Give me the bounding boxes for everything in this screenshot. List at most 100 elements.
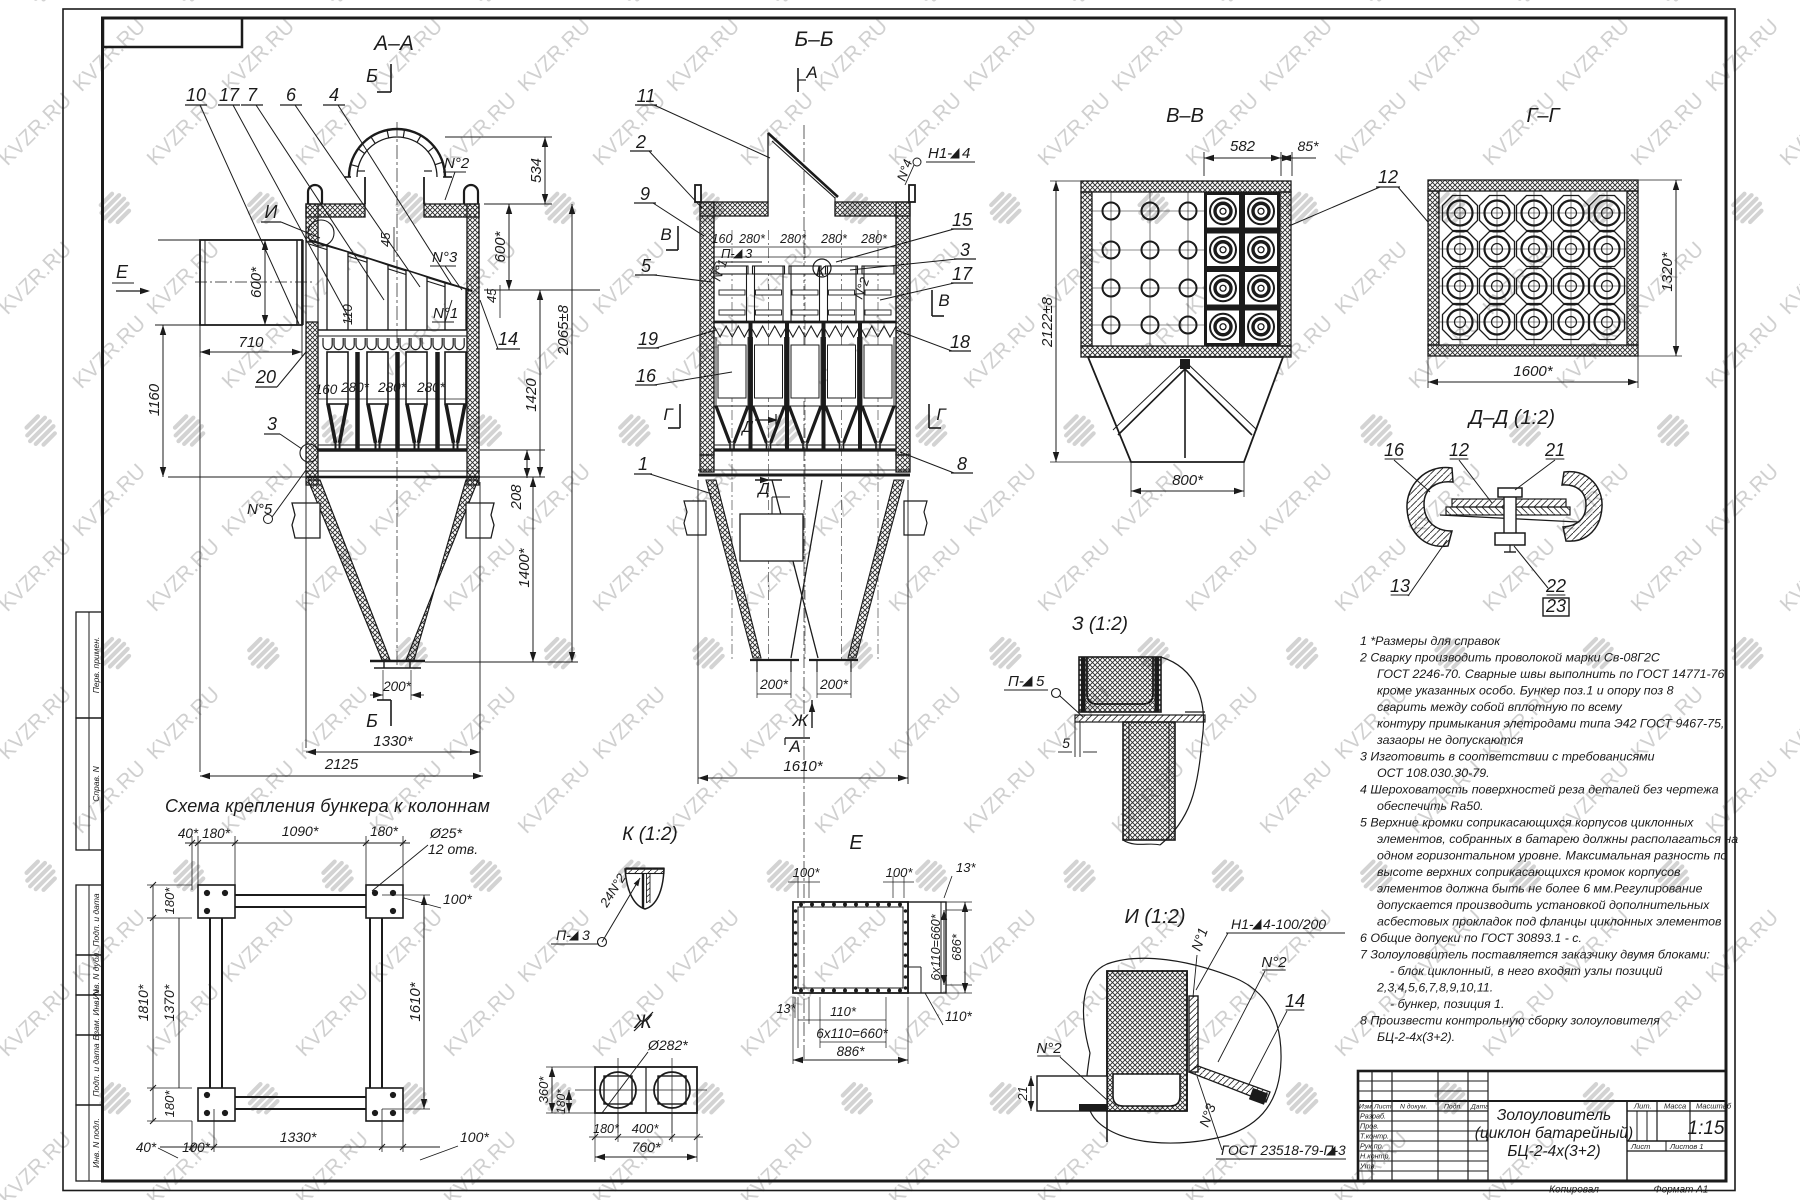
svg-text:160: 160 [315, 382, 338, 397]
svg-text:1: 1 [638, 454, 648, 474]
svg-text:280*: 280* [820, 232, 848, 246]
svg-text:13*: 13* [777, 1002, 797, 1016]
svg-text:N°3: N°3 [432, 249, 458, 266]
svg-text:Разраб.: Разраб. [1360, 1112, 1386, 1121]
svg-text:200*: 200* [819, 677, 849, 692]
svg-text:Дата: Дата [1470, 1104, 1489, 1111]
svg-text:208: 208 [508, 484, 525, 511]
svg-text:Схема крепления бункера к коло: Схема крепления бункера к колоннам [165, 796, 490, 816]
svg-text:3: 3 [582, 927, 590, 943]
svg-text:8: 8 [957, 454, 967, 474]
svg-text:19: 19 [638, 329, 658, 349]
svg-text:- блок циклонный, в него вхо: - блок циклонный, в него входят узлы поз… [1390, 964, 1663, 978]
svg-text:710: 710 [238, 334, 264, 351]
svg-text:Копировал: Копировал [1549, 1185, 1599, 1196]
svg-text:БЦ-2-4х(3+2): БЦ-2-4х(3+2) [1507, 1143, 1600, 1160]
svg-text:280*: 280* [416, 380, 446, 395]
svg-text:Ø25*: Ø25* [429, 825, 462, 841]
svg-text:13: 13 [1390, 576, 1410, 596]
svg-text:Д: Д [756, 481, 769, 498]
svg-text:Н1-: Н1- [928, 145, 952, 162]
svg-text:Г: Г [663, 405, 674, 424]
svg-text:45: 45 [378, 232, 393, 247]
svg-text:100*: 100* [793, 865, 821, 880]
svg-text:А–А: А–А [372, 32, 414, 55]
svg-text:И (1:2): И (1:2) [1125, 906, 1186, 928]
svg-text:элементов, собранных в батаре: элементов, собранных в батарею должны ра… [1377, 832, 1738, 846]
svg-text:1330*: 1330* [373, 733, 413, 750]
svg-text:3 Изготовить в соответствии с: 3 Изготовить в соответствии с требованис… [1360, 750, 1655, 764]
svg-text:асбестовых прокладок под фла: асбестовых прокладок под фланцы циклонны… [1377, 915, 1722, 929]
svg-text:Лит.: Лит. [1633, 1102, 1652, 1111]
svg-text:Ж: Ж [791, 711, 809, 730]
svg-text:22: 22 [1545, 576, 1566, 596]
svg-text:280*: 280* [377, 380, 407, 395]
svg-text:6: 6 [286, 85, 297, 105]
svg-text:8 Произвести контрольную сбор: 8 Произвести контрольную сборку золоулов… [1360, 1014, 1660, 1028]
svg-text:4 Шероховатость поверхностей: 4 Шероховатость поверхностей реза детале… [1360, 783, 1719, 797]
svg-text:Подп. и дата: Подп. и дата [91, 1043, 101, 1096]
svg-text:кроме указанных особо. Бункер: кроме указанных особо. Бункер поз.1 и оп… [1377, 684, 1674, 698]
svg-text:N°2: N°2 [851, 275, 873, 301]
svg-text:110: 110 [340, 304, 355, 325]
svg-text:N°5: N°5 [247, 501, 273, 518]
svg-text:110*: 110* [945, 1009, 973, 1024]
svg-text:3: 3 [745, 246, 753, 261]
svg-text:280*: 280* [340, 380, 370, 395]
svg-text:Лист: Лист [1630, 1142, 1650, 1151]
svg-text:10: 10 [186, 85, 206, 105]
svg-text:1610*: 1610* [783, 758, 823, 775]
svg-text:14: 14 [1285, 991, 1305, 1011]
svg-text:- бункер, позиция 1.: - бункер, позиция 1. [1390, 997, 1504, 1011]
svg-text:12: 12 [1449, 440, 1469, 460]
svg-text:2125: 2125 [324, 756, 359, 773]
svg-text:Б–Б: Б–Б [794, 28, 833, 51]
svg-text:ОСТ 108.030.30-79.: ОСТ 108.030.30-79. [1377, 766, 1490, 780]
svg-text:5 Верхние кромки соприкасающи: 5 Верхние кромки соприкасающихся корпусо… [1360, 816, 1694, 830]
svg-text:21: 21 [1544, 440, 1565, 460]
svg-text:1600*: 1600* [1513, 363, 1553, 380]
svg-text:200*: 200* [759, 677, 789, 692]
svg-text:4-100/200: 4-100/200 [1263, 916, 1326, 932]
svg-text:А: А [788, 737, 800, 756]
svg-text:К (1:2): К (1:2) [622, 824, 678, 845]
svg-text:3: 3 [1338, 1143, 1346, 1158]
svg-text:N°1: N°1 [709, 257, 731, 283]
svg-text:N°2: N°2 [444, 155, 470, 172]
svg-text:100*: 100* [443, 891, 472, 907]
svg-text:Утв.: Утв. [1359, 1162, 1376, 1171]
svg-text:5: 5 [1036, 673, 1045, 690]
svg-text:Г: Г [936, 405, 947, 424]
svg-text:2: 2 [635, 132, 646, 152]
svg-text:1810*: 1810* [135, 984, 151, 1021]
svg-text:110*: 110* [830, 1004, 857, 1019]
svg-text:686*: 686* [949, 933, 964, 961]
svg-text:Лист: Лист [1373, 1104, 1392, 1111]
svg-text:6х110=660*: 6х110=660* [929, 913, 943, 980]
svg-text:А: А [805, 63, 817, 82]
svg-text:13*: 13* [956, 860, 976, 875]
svg-text:5: 5 [1062, 735, 1070, 751]
svg-text:7: 7 [247, 85, 258, 105]
svg-text:Формат А1: Формат А1 [1654, 1185, 1709, 1196]
svg-text:1090*: 1090* [282, 823, 319, 839]
svg-text:Г–Г: Г–Г [1527, 105, 1562, 127]
svg-text:6 Общие допуски по ГОСТ 30893: 6 Общие допуски по ГОСТ 30893.1 - с. [1360, 931, 1582, 945]
svg-text:Изм.: Изм. [1359, 1104, 1374, 1111]
svg-text:582: 582 [1230, 138, 1256, 155]
svg-text:Справ. N: Справ. N [91, 765, 101, 801]
svg-text:К: К [816, 263, 826, 280]
svg-text:Н1-: Н1- [1231, 916, 1254, 932]
svg-text:5: 5 [641, 256, 652, 276]
svg-text:23: 23 [1545, 596, 1566, 616]
svg-text:Н.контр.: Н.контр. [1360, 1152, 1390, 1161]
svg-text:886*: 886* [837, 1044, 866, 1059]
svg-text:100*: 100* [460, 1129, 489, 1145]
svg-text:17: 17 [952, 264, 973, 284]
svg-text:П-: П- [556, 927, 571, 943]
svg-text:85*: 85* [1297, 138, 1319, 154]
svg-text:2122±8: 2122±8 [1039, 296, 1056, 348]
svg-text:1320*: 1320* [1659, 251, 1676, 291]
svg-text:14: 14 [498, 329, 518, 349]
svg-text:Взам. Инв. N: Взам. Инв. N [91, 989, 101, 1041]
